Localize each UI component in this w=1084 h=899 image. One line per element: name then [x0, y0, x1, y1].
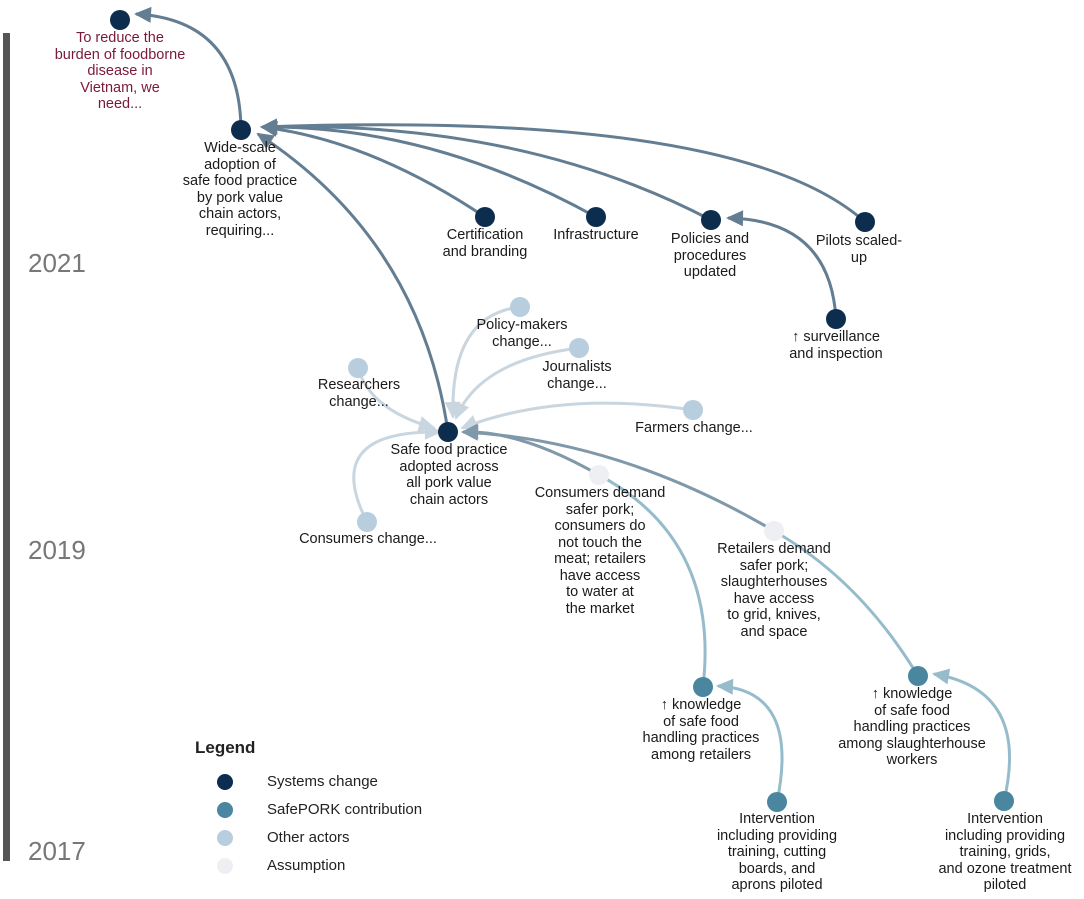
edge-knowledge-retailers-to-safe-food-part1 — [598, 473, 707, 688]
edge-consumers-to-safe-food — [352, 430, 441, 523]
arrowhead — [461, 424, 479, 441]
node-intervention-retailers — [767, 792, 787, 812]
legend-swatch — [217, 858, 233, 874]
legend-swatch — [217, 802, 233, 818]
legend-swatch — [217, 830, 233, 846]
edge-pilots-to-wide-scale — [261, 123, 866, 224]
node-knowledge-slaughter — [908, 666, 928, 686]
edge-intervention-slaughter-to-knowledge-slaughter — [933, 672, 1012, 802]
edge-knowledge-slaughter-to-safe-food-part2 — [462, 430, 775, 533]
node-label-policy-makers: Policy-makers change... — [476, 317, 568, 350]
node-label-intervention-retailers: Intervention including providing trainin… — [716, 811, 838, 893]
arrowhead — [932, 668, 951, 685]
edge-infrastructure-to-wide-scale — [261, 125, 597, 219]
node-consumers-demand — [589, 465, 609, 485]
node-policies — [701, 210, 721, 230]
node-consumers — [357, 512, 377, 532]
node-label-consumers: Consumers change... — [299, 531, 437, 547]
legend-item-label: Other actors — [267, 829, 350, 846]
node-label-intervention-slaughter: Intervention including providing trainin… — [938, 811, 1072, 893]
legend-item-safepork: SafePORK contribution — [195, 800, 455, 820]
node-safe-food — [438, 422, 458, 442]
node-label-retailers-demand: Retailers demand safer pork; slaughterho… — [717, 541, 831, 640]
node-certification — [475, 207, 495, 227]
edge-knowledge-slaughter-to-safe-food-part1 — [773, 529, 920, 677]
edge-wide-scale-to-goal — [135, 12, 243, 131]
node-label-goal: To reduce the burden of foodborne diseas… — [54, 30, 186, 112]
node-label-researchers: Researchers change... — [317, 377, 401, 410]
edge-certification-to-wide-scale — [261, 125, 486, 219]
node-label-infrastructure: Infrastructure — [553, 227, 639, 243]
arrowhead — [424, 423, 442, 440]
node-infrastructure — [586, 207, 606, 227]
legend-item-assumption: Assumption — [195, 856, 455, 876]
edge-surveillance-to-policies — [727, 216, 838, 320]
legend-title: Legend — [195, 738, 256, 757]
legend: Legend Systems change SafePORK contribut… — [195, 738, 455, 886]
node-wide-scale — [231, 120, 251, 140]
node-policy-makers — [510, 297, 530, 317]
node-surveillance — [826, 309, 846, 329]
edge-safe-food-to-wide-scale — [257, 132, 450, 433]
node-label-certification: Certification and branding — [442, 227, 528, 260]
arrowhead — [726, 210, 744, 227]
legend-item-label: Assumption — [267, 857, 346, 874]
node-researchers — [348, 358, 368, 378]
node-label-policies: Policies and procedures updated — [670, 231, 750, 280]
node-label-surveillance: ↑ surveillance and inspection — [789, 329, 883, 362]
node-label-knowledge-retailers: ↑ knowledge of safe food handling practi… — [642, 697, 760, 763]
node-retailers-demand — [764, 521, 784, 541]
node-journalists — [569, 338, 589, 358]
node-goal — [110, 10, 130, 30]
node-intervention-slaughter — [994, 791, 1014, 811]
legend-item-systems-change: Systems change — [195, 772, 455, 792]
arrowhead — [256, 132, 275, 149]
node-knowledge-retailers — [693, 677, 713, 697]
legend-item-label: Systems change — [267, 773, 378, 790]
edges-layer — [134, 6, 1012, 803]
node-farmers — [683, 400, 703, 420]
node-label-farmers: Farmers change... — [635, 420, 753, 436]
node-label-journalists: Journalists change... — [542, 359, 612, 392]
node-label-knowledge-slaughter: ↑ knowledge of safe food handling practi… — [838, 686, 986, 768]
node-label-consumers-demand: Consumers demand safer pork; consumers d… — [534, 485, 666, 617]
year-label-2019: 2019 — [28, 535, 86, 565]
node-label-pilots: Pilots scaled- up — [815, 233, 903, 266]
timeline-bar — [3, 33, 10, 861]
edge-policy-makers-to-safe-food — [451, 305, 521, 418]
nodes-layer — [110, 10, 1014, 812]
node-pilots — [855, 212, 875, 232]
node-label-safe-food: Safe food practice adopted across all po… — [390, 442, 508, 508]
year-label-2017: 2017 — [28, 836, 86, 866]
edge-intervention-retailers-to-knowledge-retailers — [717, 684, 784, 803]
arrowhead — [454, 401, 470, 420]
legend-swatch — [217, 774, 233, 790]
arrowhead — [260, 118, 278, 135]
arrowhead — [716, 678, 734, 695]
edge-policies-to-wide-scale — [261, 125, 712, 222]
edge-farmers-to-safe-food — [461, 401, 694, 430]
legend-item-other-actors: Other actors — [195, 828, 455, 848]
year-label-2021: 2021 — [28, 248, 86, 278]
node-label-wide-scale: Wide-scale adoption of safe food practic… — [182, 140, 298, 239]
legend-item-label: SafePORK contribution — [267, 801, 423, 818]
arrowhead — [134, 6, 152, 23]
